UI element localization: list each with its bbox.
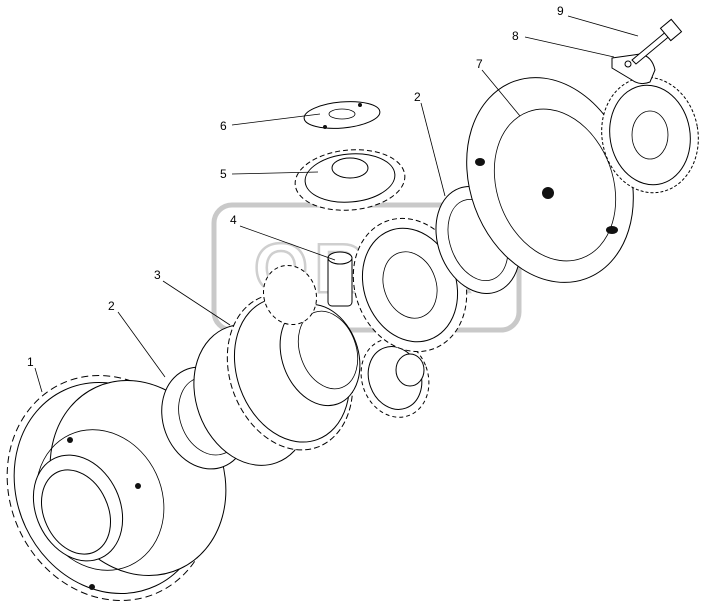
- leader-lines: [34, 15, 639, 393]
- callout-8: 8: [512, 29, 519, 43]
- callout-5: 5: [220, 167, 227, 181]
- part-4-spider-and-side-gears: [263, 217, 468, 418]
- callout-7: 7: [476, 57, 483, 71]
- part-1-gear: [6, 375, 227, 601]
- part-6-pinion-washer: [303, 101, 381, 129]
- part-9-bolt: [631, 18, 683, 65]
- callout-1: 1: [27, 355, 34, 369]
- callout-9: 9: [557, 4, 564, 18]
- callout-6: 6: [220, 119, 227, 133]
- callout-labels: 1 2 2 3 4 5 6 7 8 9: [27, 4, 564, 369]
- part-5-pinion-gear: [294, 149, 406, 211]
- callout-2-right: 2: [414, 90, 421, 104]
- part-3-differential-case-left: [193, 293, 361, 466]
- callout-3: 3: [154, 268, 161, 282]
- callout-2-left: 2: [108, 299, 115, 313]
- callout-4: 4: [230, 213, 237, 227]
- part-7-differential-case-right: [466, 76, 699, 283]
